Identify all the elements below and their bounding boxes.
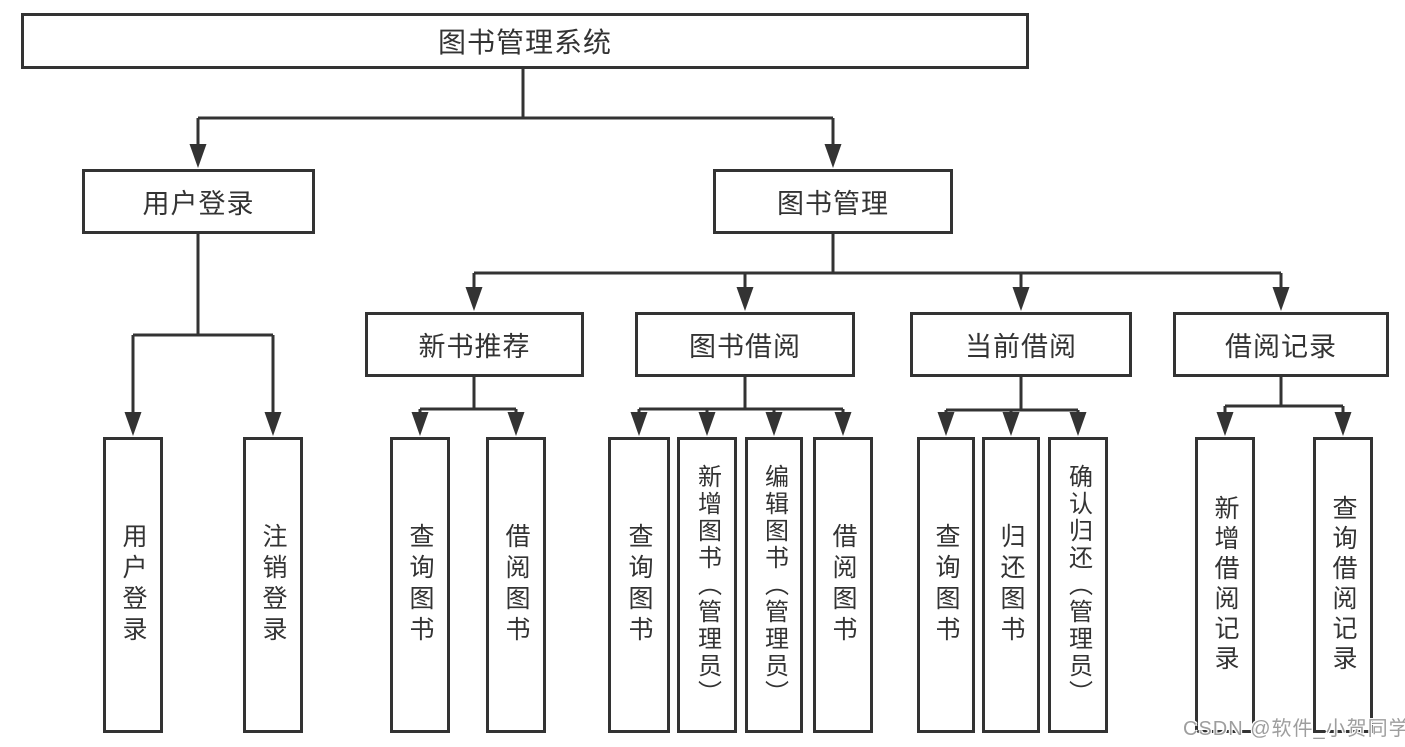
connector-borrow-records [1216, 377, 1352, 436]
arrowhead [411, 412, 429, 436]
arrowhead [698, 412, 716, 436]
arrowhead [124, 412, 142, 436]
leaf-cb-confirm-return: 确认归还（管理员） [1048, 437, 1108, 733]
arrowhead [507, 412, 525, 436]
connector-user-login [124, 234, 282, 436]
node-borrow-records: 借阅记录 [1173, 312, 1389, 377]
arrowhead [1069, 412, 1087, 436]
arrowhead [1334, 412, 1352, 436]
leaf-nb-borrow-books: 借阅图书 [486, 437, 546, 733]
leaf-bb-borrow-books: 借阅图书 [813, 437, 873, 733]
arrowhead [1272, 287, 1290, 311]
arrowhead [824, 144, 842, 168]
arrowhead [630, 412, 648, 436]
arrowhead [264, 412, 282, 436]
node-book-management: 图书管理 [713, 169, 953, 234]
leaf-nb-query-books: 查询图书 [390, 437, 450, 733]
node-new-book-recommend: 新书推荐 [365, 312, 584, 377]
leaf-cb-return-books: 归还图书 [982, 437, 1040, 733]
node-book-borrow: 图书借阅 [635, 312, 855, 377]
arrowhead [834, 412, 852, 436]
node-library-system: 图书管理系统 [21, 13, 1029, 69]
connector-current-borrow [937, 377, 1087, 436]
arrowhead [189, 144, 207, 168]
leaf-br-query-record: 查询借阅记录 [1313, 437, 1373, 733]
leaf-user-login: 用户登录 [103, 437, 163, 733]
leaf-br-add-record: 新增借阅记录 [1195, 437, 1255, 733]
connector-root-to-level2 [189, 68, 842, 168]
node-user-login: 用户登录 [82, 169, 315, 234]
connector-book-management [465, 233, 1290, 311]
connector-new-book-recommend [411, 377, 525, 436]
arrowhead [1002, 412, 1020, 436]
arrowhead [736, 287, 754, 311]
arrowhead [765, 412, 783, 436]
leaf-logout: 注销登录 [243, 437, 303, 733]
arrowhead [465, 287, 483, 311]
arrowhead [1012, 287, 1030, 311]
node-current-borrow: 当前借阅 [910, 312, 1132, 377]
leaf-cb-query-books: 查询图书 [917, 437, 975, 733]
arrowhead [1216, 412, 1234, 436]
leaf-bb-add-books: 新增图书（管理员） [677, 437, 737, 733]
leaf-bb-query-books: 查询图书 [608, 437, 670, 733]
watermark-text: CSDN @软件_小贺同学 [1183, 718, 1405, 740]
leaf-bb-edit-books: 编辑图书（管理员） [745, 437, 803, 733]
connector-book-borrow [630, 377, 852, 436]
arrowhead [937, 412, 955, 436]
